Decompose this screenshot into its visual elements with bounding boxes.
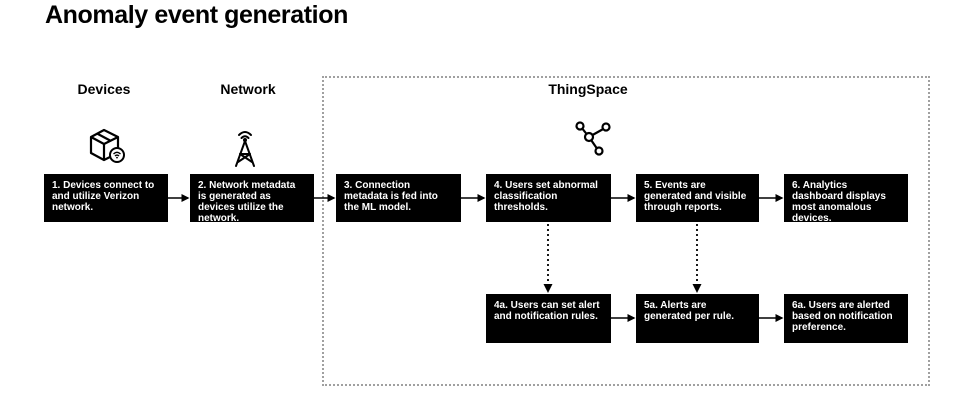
step-6a-box: 6a. Users are alerted based on notificat… — [784, 294, 908, 343]
cell-tower-icon — [235, 131, 255, 167]
step-3-box: 3. Connection metadata is fed into the M… — [336, 174, 461, 222]
step-5a-box: 5a. Alerts are generated per rule. — [636, 294, 759, 343]
step-5-box: 5. Events are generated and visible thro… — [636, 174, 759, 222]
network-column-label: Network — [220, 81, 276, 97]
step-4-box: 4. Users set abnormal classification thr… — [486, 174, 611, 222]
step-6-box: 6. Analytics dashboard displays most ano… — [784, 174, 908, 224]
network-nodes-icon — [575, 121, 611, 156]
step-2-box: 2. Network metadata is generated as devi… — [190, 174, 314, 224]
device-box-wifi-icon — [89, 128, 125, 163]
thingspace-column-label: ThingSpace — [548, 81, 628, 97]
step-4a-box: 4a. Users can set alert and notification… — [486, 294, 611, 343]
page-title: Anomaly event generation — [45, 1, 348, 29]
devices-column-label: Devices — [77, 81, 131, 97]
step-1-box: 1. Devices connect to and utilize Verizo… — [44, 174, 168, 222]
thingspace-boundary — [322, 76, 930, 386]
